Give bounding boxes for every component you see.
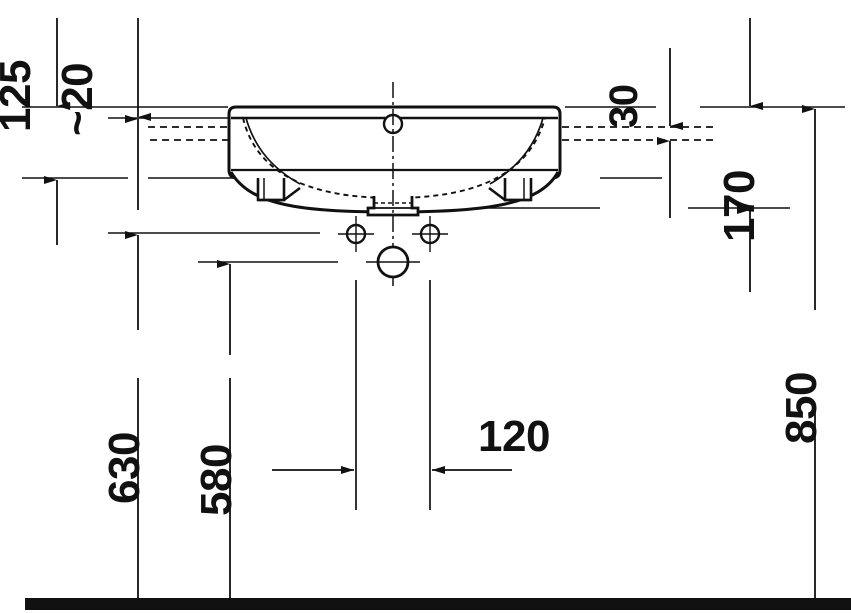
overflow-dashed-lines: [148, 126, 716, 141]
dimension-label-630: 630: [100, 432, 149, 504]
dimension-label-120: 120: [478, 412, 550, 461]
hole-features: [338, 216, 448, 279]
dimension-120: [272, 280, 512, 510]
dimension-label-30: 30: [602, 84, 646, 129]
bowl-edge-left: [245, 117, 301, 185]
support-foot-left: [256, 178, 286, 202]
dimension-label-580: 580: [192, 444, 241, 516]
dimension-label-125: 125: [0, 60, 40, 132]
dimension-label-850: 850: [777, 372, 826, 444]
dimension-label-170: 170: [715, 170, 764, 242]
support-foot-left-base: [258, 186, 301, 202]
floor-line: [25, 598, 851, 610]
dimension-label-20: ~20: [53, 62, 102, 136]
bowl-edge-right: [489, 117, 544, 185]
washbasin-body: [227, 105, 562, 217]
support-foot-right: [503, 178, 533, 202]
support-foot-right-base: [488, 186, 531, 202]
